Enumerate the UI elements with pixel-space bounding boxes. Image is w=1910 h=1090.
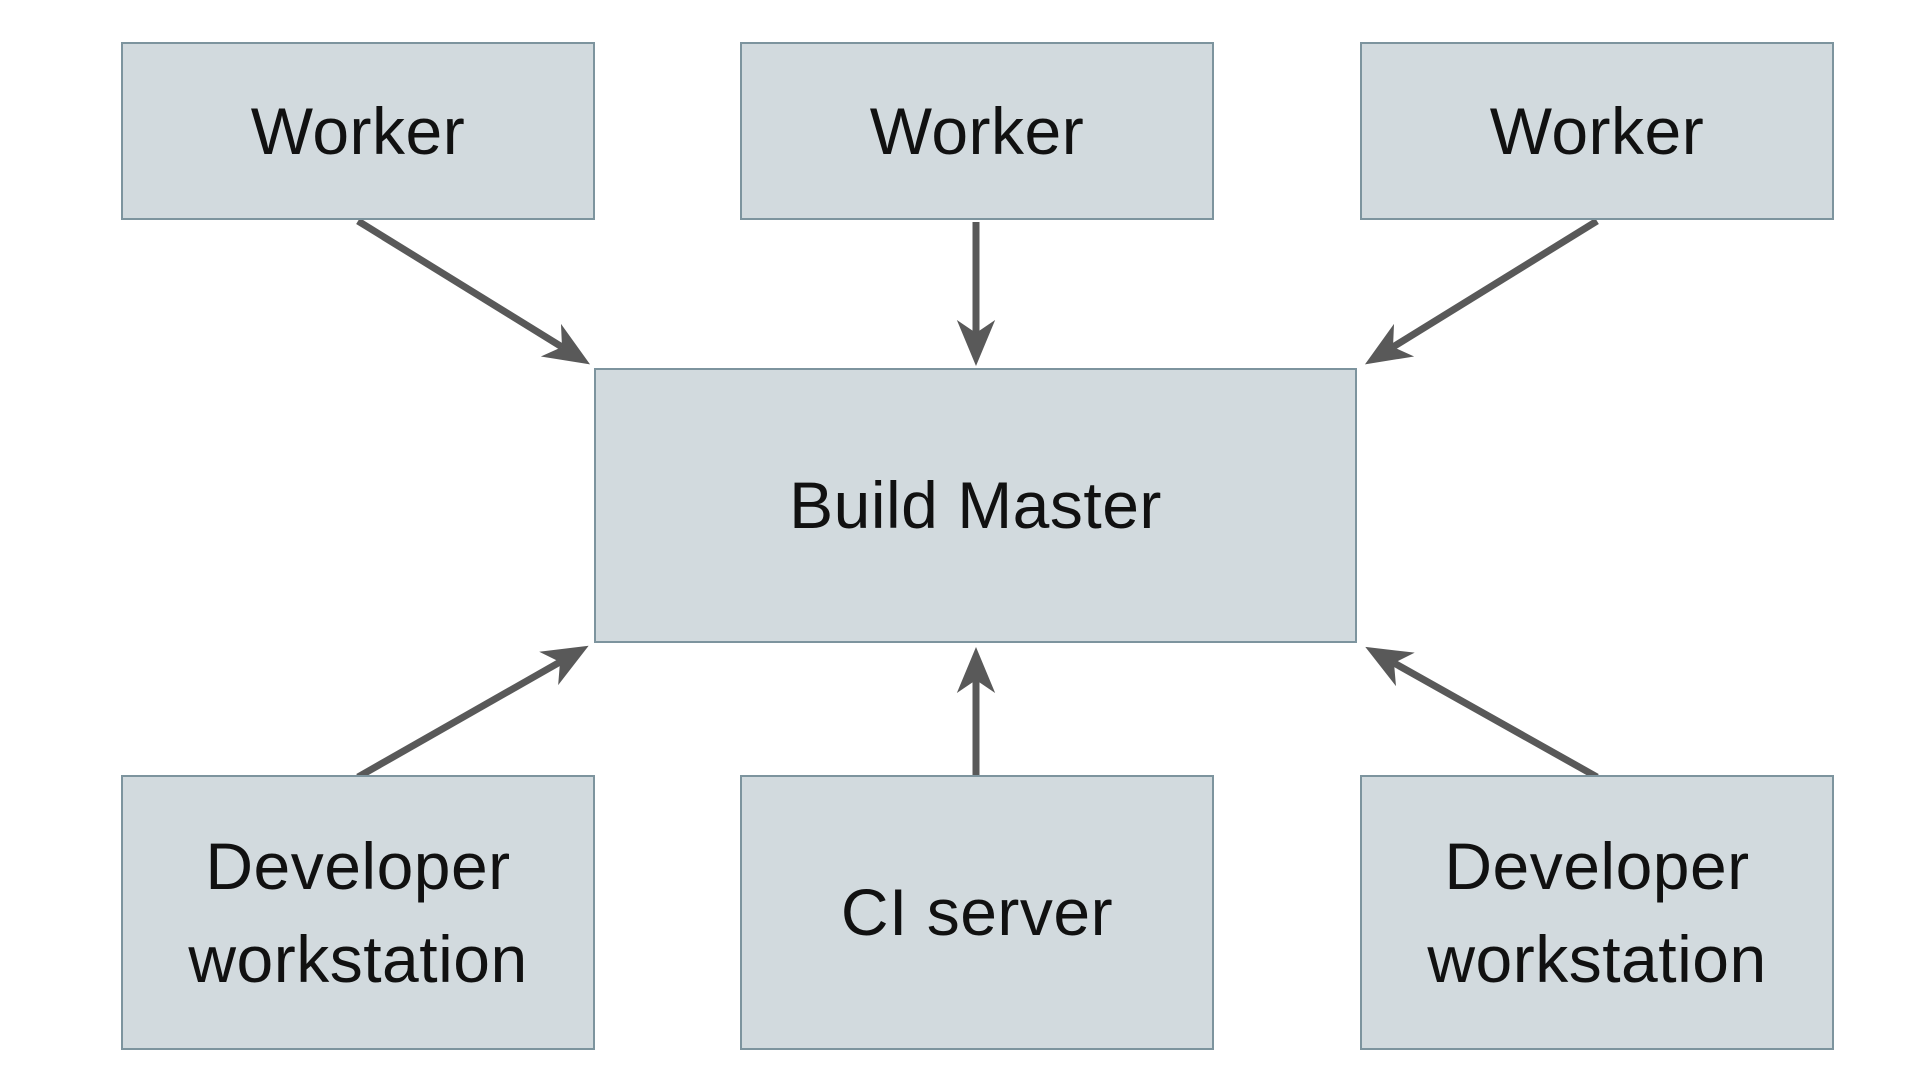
node-worker-3: Worker: [1360, 42, 1834, 220]
node-ci-server-label: CI server: [840, 875, 1114, 950]
node-worker-1-label: Worker: [250, 93, 466, 168]
edge-worker-3-to-build-master: [1364, 218, 1599, 365]
node-build-master-label: Build Master: [789, 468, 1162, 543]
node-developer-workstation-left: Developer workstation: [121, 775, 595, 1050]
node-worker-3-label: Worker: [1489, 93, 1705, 168]
node-developer-workstation-right: Developer workstation: [1360, 775, 1834, 1050]
node-build-master: Build Master: [594, 368, 1357, 643]
node-worker-2: Worker: [740, 42, 1214, 220]
node-worker-2-label: Worker: [869, 93, 1085, 168]
edge-worker-1-to-build-master: [356, 218, 591, 365]
node-developer-workstation-left-label: Developer workstation: [188, 829, 528, 996]
node-developer-workstation-right-label: Developer workstation: [1427, 829, 1767, 996]
edge-developer-workstation-right-to-build-master: [1365, 646, 1599, 781]
edge-developer-workstation-left-to-build-master: [356, 645, 589, 781]
node-worker-1: Worker: [121, 42, 595, 220]
node-ci-server: CI server: [740, 775, 1214, 1050]
